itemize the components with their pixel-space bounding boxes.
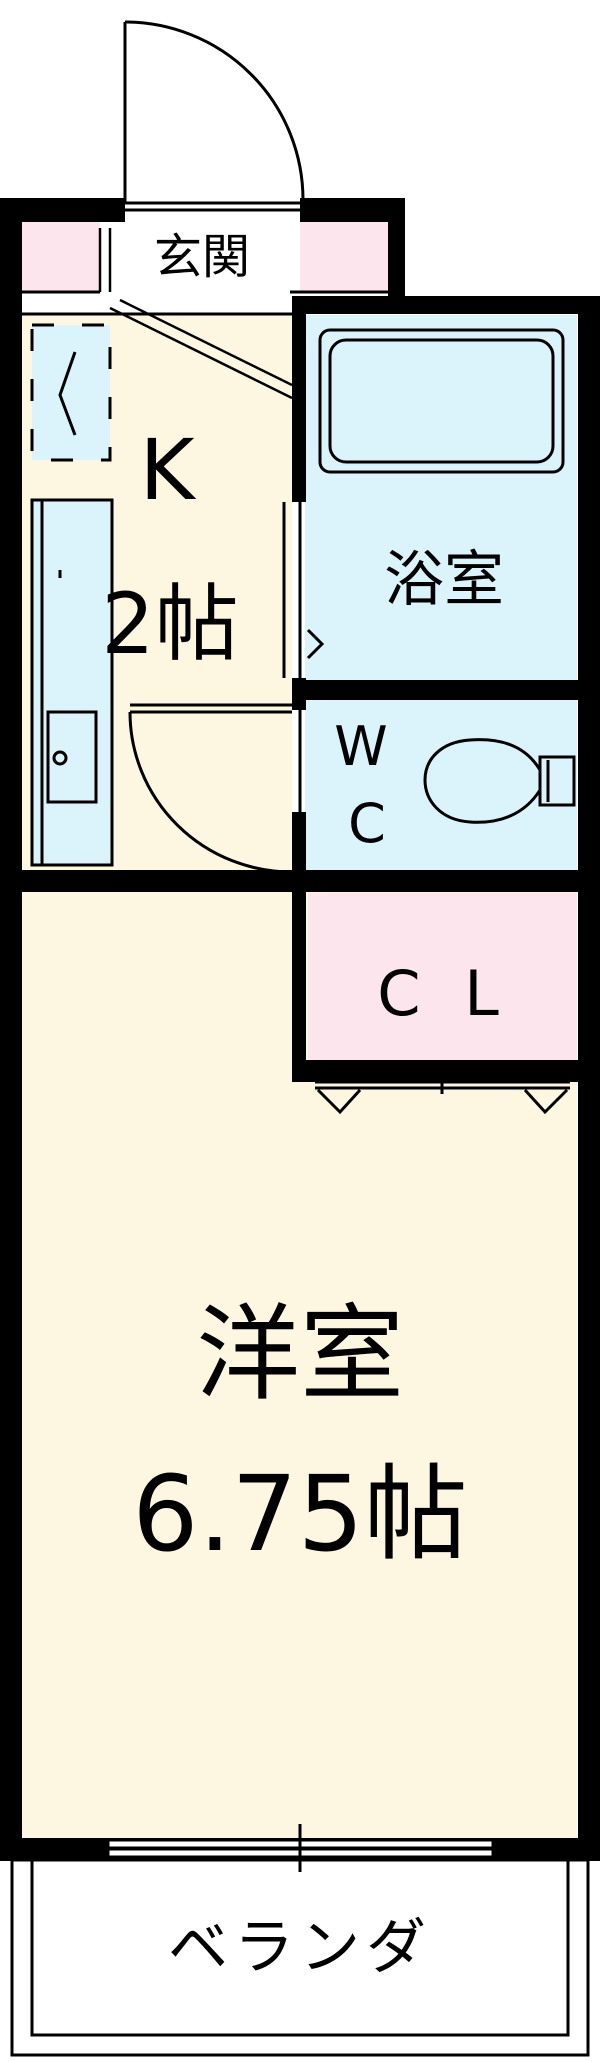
western-room-label: 洋室 [195,1293,404,1415]
entrance-step [98,228,293,400]
closet-label: C L [377,957,511,1030]
western-room-size-label: 6.75帖 [132,1453,468,1575]
toilet-label-c: C [348,792,386,855]
toilet-label-w: W [334,715,388,778]
balcony [10,1858,590,2057]
closet-doors[interactable] [315,1080,570,1115]
closet-floor [308,893,577,1061]
walls [0,198,600,1861]
toilet-floor [305,700,577,870]
entrance-left-pad [18,222,100,292]
bath-door[interactable] [298,502,325,678]
kitchen-label: K [139,421,195,519]
bath-floor [305,315,577,680]
kitchen-size-label: 2帖 [101,575,239,673]
fridge-space [30,323,112,462]
bath-label: 浴室 [384,545,504,615]
balcony-label: ベランダ [168,1913,432,1983]
entrance-door[interactable] [123,20,305,212]
kitchen-door[interactable] [128,502,293,874]
kitchen-counter [30,498,114,867]
toilet-bowl-icon [423,738,576,824]
balcony-window[interactable] [106,1824,495,1872]
entrance-right-pad [300,222,388,292]
entrance-label: 玄関 [153,229,250,285]
thin-partitions [18,290,388,316]
bathtub [318,328,565,474]
